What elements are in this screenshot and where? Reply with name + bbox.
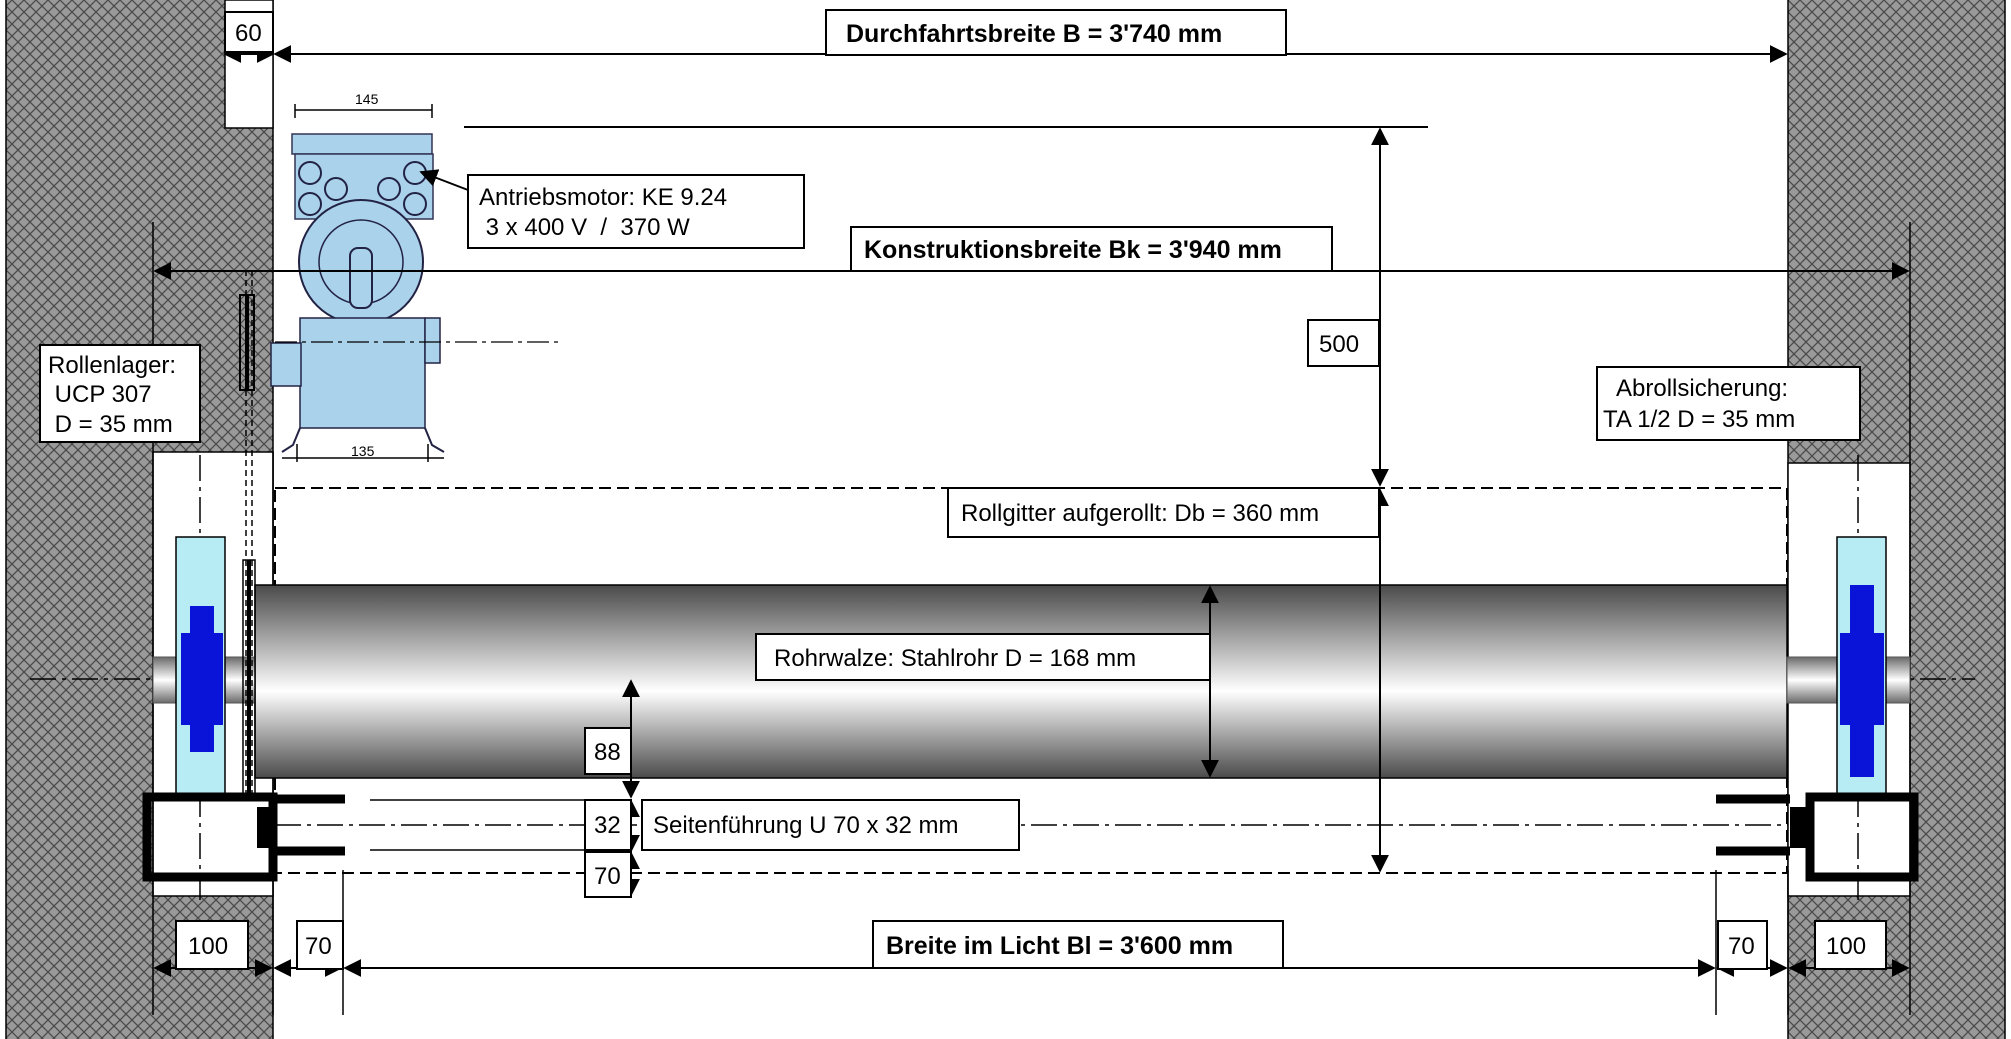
svg-text:Konstruktionsbreite Bk = 3'94: Konstruktionsbreite Bk = 3'940 mm (864, 236, 1282, 264)
label-guide-width: 70 (584, 851, 632, 898)
label-konstruktionsbreite: Konstruktionsbreite Bk = 3'940 mm (850, 226, 1333, 272)
label-rollenlager: Rollenlager: UCP 307 D = 35 mm (39, 344, 201, 443)
right-bearing (1836, 536, 1887, 795)
svg-text:Seitenführung U 70 x 32 mm: Seitenführung U 70 x 32 mm (653, 812, 959, 839)
svg-text:D = 35 mm: D = 35 mm (48, 411, 173, 438)
drive-motor-drawing: 145 135 (270, 91, 560, 462)
svg-text:Rollgitter aufgerollt: Db = 3: Rollgitter aufgerollt: Db = 360 mm (961, 500, 1319, 527)
label-breite-im-licht: Breite im Licht Bl = 3'600 mm (872, 920, 1284, 969)
label-left-wall: 100 (175, 920, 249, 970)
svg-text:500: 500 (1319, 331, 1359, 358)
label-wall-gap: 60 (224, 11, 274, 53)
left-bearing (175, 536, 226, 795)
side-guide-left (142, 792, 345, 882)
svg-text:Abrollsicherung:: Abrollsicherung: (1616, 375, 1788, 402)
svg-text:Rollenlager:: Rollenlager: (48, 352, 176, 379)
motor-dim-bottom: 135 (351, 443, 375, 459)
label-motor-height: 500 (1307, 319, 1380, 367)
label-antriebsmotor: Antriebsmotor: KE 9.24 3 x 400 V / 370 W (467, 174, 805, 249)
side-guide-right (1716, 792, 1919, 882)
svg-text:32: 32 (594, 812, 621, 839)
svg-text:Durchfahrtsbreite B = 3'740 m: Durchfahrtsbreite B = 3'740 mm (846, 20, 1222, 48)
svg-text:70: 70 (594, 863, 621, 890)
svg-text:3 x 400 V / 370 W: 3 x 400 V / 370 W (479, 214, 690, 241)
svg-text:Rohrwalze: Stahlrohr D = 168: Rohrwalze: Stahlrohr D = 168 mm (774, 645, 1136, 672)
svg-text:100: 100 (1826, 933, 1866, 960)
label-rollgitter: Rollgitter aufgerollt: Db = 360 mm (947, 487, 1380, 538)
label-axis-to-guide: 88 (584, 727, 632, 775)
svg-text:60: 60 (235, 20, 262, 47)
tube-roller (254, 584, 1788, 779)
label-abrollsicherung: Abrollsicherung: TA 1/2 D = 35 mm (1596, 366, 1861, 441)
svg-text:70: 70 (305, 933, 332, 960)
label-guide-depth: 32 (584, 799, 632, 851)
svg-text:TA 1/2 D = 35 mm: TA 1/2 D = 35 mm (1603, 406, 1795, 433)
label-durchfahrtsbreite: Durchfahrtsbreite B = 3'740 mm (825, 9, 1287, 56)
label-right-wall: 100 (1814, 920, 1887, 970)
svg-text:100: 100 (188, 933, 228, 960)
label-left-clear: 70 (296, 920, 344, 970)
svg-text:88: 88 (594, 739, 621, 766)
svg-text:70: 70 (1728, 933, 1755, 960)
svg-text:UCP 307: UCP 307 (48, 381, 152, 408)
svg-text:Antriebsmotor: KE 9.24: Antriebsmotor: KE 9.24 (479, 184, 727, 211)
motor-dim-top: 145 (355, 91, 379, 107)
label-seitenfuehrung: Seitenführung U 70 x 32 mm (641, 799, 1020, 851)
motor-leader (419, 169, 469, 191)
svg-text:Breite im Licht Bl = 3'600 mm: Breite im Licht Bl = 3'600 mm (886, 932, 1233, 960)
label-rohrwalze: Rohrwalze: Stahlrohr D = 168 mm (755, 633, 1211, 681)
label-right-clear: 70 (1717, 920, 1768, 970)
drive-chain (239, 270, 256, 796)
